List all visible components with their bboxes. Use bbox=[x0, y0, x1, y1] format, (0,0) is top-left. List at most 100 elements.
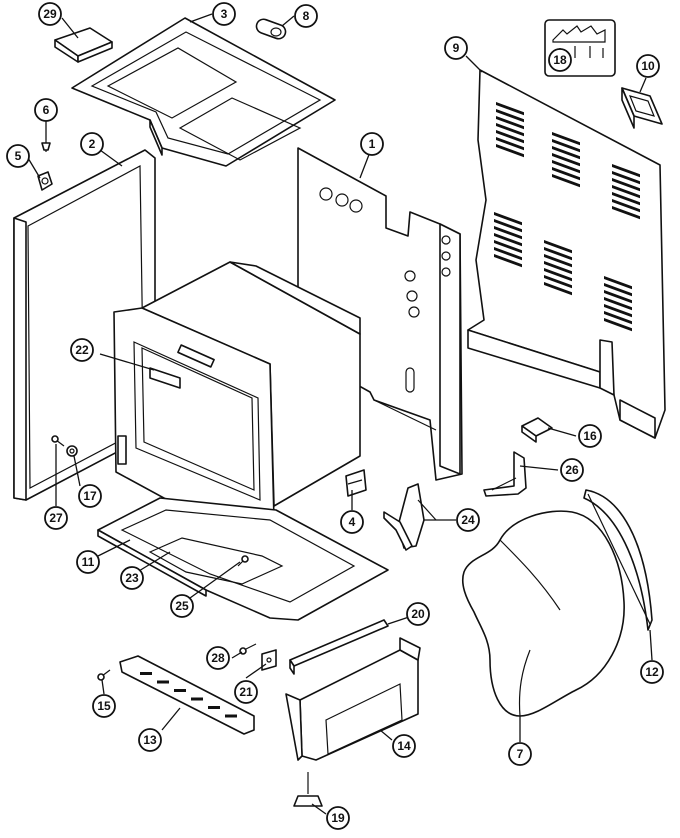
part-15-screw bbox=[97, 669, 111, 681]
part-1-side-panel bbox=[297, 147, 463, 481]
svg-text:11: 11 bbox=[82, 555, 95, 569]
callout-20: 20 bbox=[406, 602, 430, 626]
svg-text:21: 21 bbox=[239, 685, 253, 699]
louver-slot bbox=[612, 164, 640, 178]
louver-slot bbox=[494, 253, 522, 268]
louver-slot bbox=[612, 199, 640, 213]
callout-25: 25 bbox=[170, 594, 194, 618]
part-27-screw bbox=[51, 435, 65, 447]
callout-19: 19 bbox=[326, 806, 350, 830]
louver-slot bbox=[544, 275, 572, 289]
louver-slot bbox=[604, 289, 632, 304]
callout-3: 3 bbox=[212, 2, 236, 26]
callout-10: 10 bbox=[636, 54, 660, 78]
back-panel-louvers bbox=[494, 102, 640, 332]
callout-17: 17 bbox=[78, 484, 102, 508]
callout-29: 29 bbox=[38, 2, 62, 26]
louver-slot bbox=[544, 254, 572, 268]
svg-text:10: 10 bbox=[641, 59, 655, 73]
callout-8: 8 bbox=[294, 4, 318, 28]
callout-23: 23 bbox=[120, 566, 144, 590]
part-21-clip bbox=[261, 649, 277, 671]
part-19-leg bbox=[293, 772, 323, 807]
callout-7: 7 bbox=[508, 742, 532, 766]
callout-11: 11 bbox=[76, 550, 100, 574]
rail-slots bbox=[140, 672, 237, 718]
part-9-back-panel bbox=[467, 69, 666, 439]
svg-text:14: 14 bbox=[397, 739, 411, 753]
callout-26: 26 bbox=[560, 458, 584, 482]
part-17-screw bbox=[66, 445, 78, 457]
part-28-screw bbox=[239, 643, 257, 655]
callout-5: 5 bbox=[6, 144, 30, 168]
louver-slot bbox=[496, 109, 524, 123]
callout-4: 4 bbox=[340, 510, 364, 534]
louver-slot bbox=[494, 211, 522, 226]
louver-slot bbox=[544, 268, 572, 282]
svg-text:24: 24 bbox=[461, 513, 475, 527]
part-4-bracket bbox=[345, 469, 367, 497]
oven-cavity bbox=[113, 261, 361, 549]
louver-slot bbox=[612, 171, 640, 185]
louver-slot bbox=[612, 178, 640, 192]
part-25-screw bbox=[237, 555, 249, 567]
louver-slot bbox=[496, 123, 524, 137]
louver-slot bbox=[544, 282, 572, 296]
part-22-plate bbox=[149, 367, 181, 389]
rail-slot bbox=[208, 706, 220, 709]
louver-slot bbox=[544, 240, 572, 254]
louver-slot bbox=[496, 116, 524, 130]
louver-slot bbox=[494, 246, 522, 261]
callout-12: 12 bbox=[640, 660, 664, 684]
callout-1: 1 bbox=[360, 132, 384, 156]
part-24-hinge bbox=[383, 483, 437, 551]
part-7-insulation bbox=[461, 510, 625, 717]
svg-text:3: 3 bbox=[221, 7, 228, 21]
svg-text:22: 22 bbox=[75, 343, 89, 357]
callout-15: 15 bbox=[92, 694, 116, 718]
callout-16: 16 bbox=[578, 424, 602, 448]
louver-slot bbox=[552, 139, 580, 153]
louver-slot bbox=[494, 225, 522, 240]
svg-text:23: 23 bbox=[125, 571, 139, 585]
callout-22: 22 bbox=[70, 338, 94, 362]
louver-slot bbox=[494, 218, 522, 233]
part-8-cap bbox=[255, 18, 287, 40]
louver-slot bbox=[552, 132, 580, 146]
part-14-toe-kick bbox=[285, 637, 421, 761]
louver-slot bbox=[552, 153, 580, 167]
part-10-box bbox=[621, 87, 663, 129]
callout-13: 13 bbox=[138, 728, 162, 752]
louver-slot bbox=[612, 206, 640, 220]
part-29-block bbox=[54, 27, 113, 63]
part-13-rail bbox=[119, 655, 255, 735]
part-26-bracket bbox=[483, 451, 527, 497]
svg-text:29: 29 bbox=[43, 7, 57, 21]
louver-slot bbox=[552, 167, 580, 181]
svg-text:7: 7 bbox=[517, 747, 524, 761]
svg-text:8: 8 bbox=[303, 9, 310, 23]
callout-9: 9 bbox=[444, 36, 468, 60]
rail-slot bbox=[225, 714, 237, 718]
louver-slot bbox=[612, 192, 640, 206]
louver-slot bbox=[494, 239, 522, 254]
part-3-top-panel bbox=[71, 17, 336, 167]
louver-slot bbox=[612, 185, 640, 199]
svg-text:28: 28 bbox=[211, 651, 225, 665]
svg-text:2: 2 bbox=[89, 137, 96, 151]
callout-24: 24 bbox=[456, 508, 480, 532]
part-5-clip bbox=[37, 171, 53, 191]
rail-slot bbox=[191, 697, 203, 701]
svg-text:4: 4 bbox=[349, 515, 356, 529]
svg-text:26: 26 bbox=[565, 463, 579, 477]
svg-text:13: 13 bbox=[143, 733, 157, 747]
svg-text:16: 16 bbox=[583, 429, 597, 443]
louver-slot bbox=[604, 303, 632, 318]
part-6-screw bbox=[41, 140, 51, 152]
louver-slot bbox=[496, 144, 524, 158]
louver-slot bbox=[496, 130, 524, 144]
louver-slot bbox=[604, 317, 632, 332]
svg-text:9: 9 bbox=[453, 41, 460, 55]
